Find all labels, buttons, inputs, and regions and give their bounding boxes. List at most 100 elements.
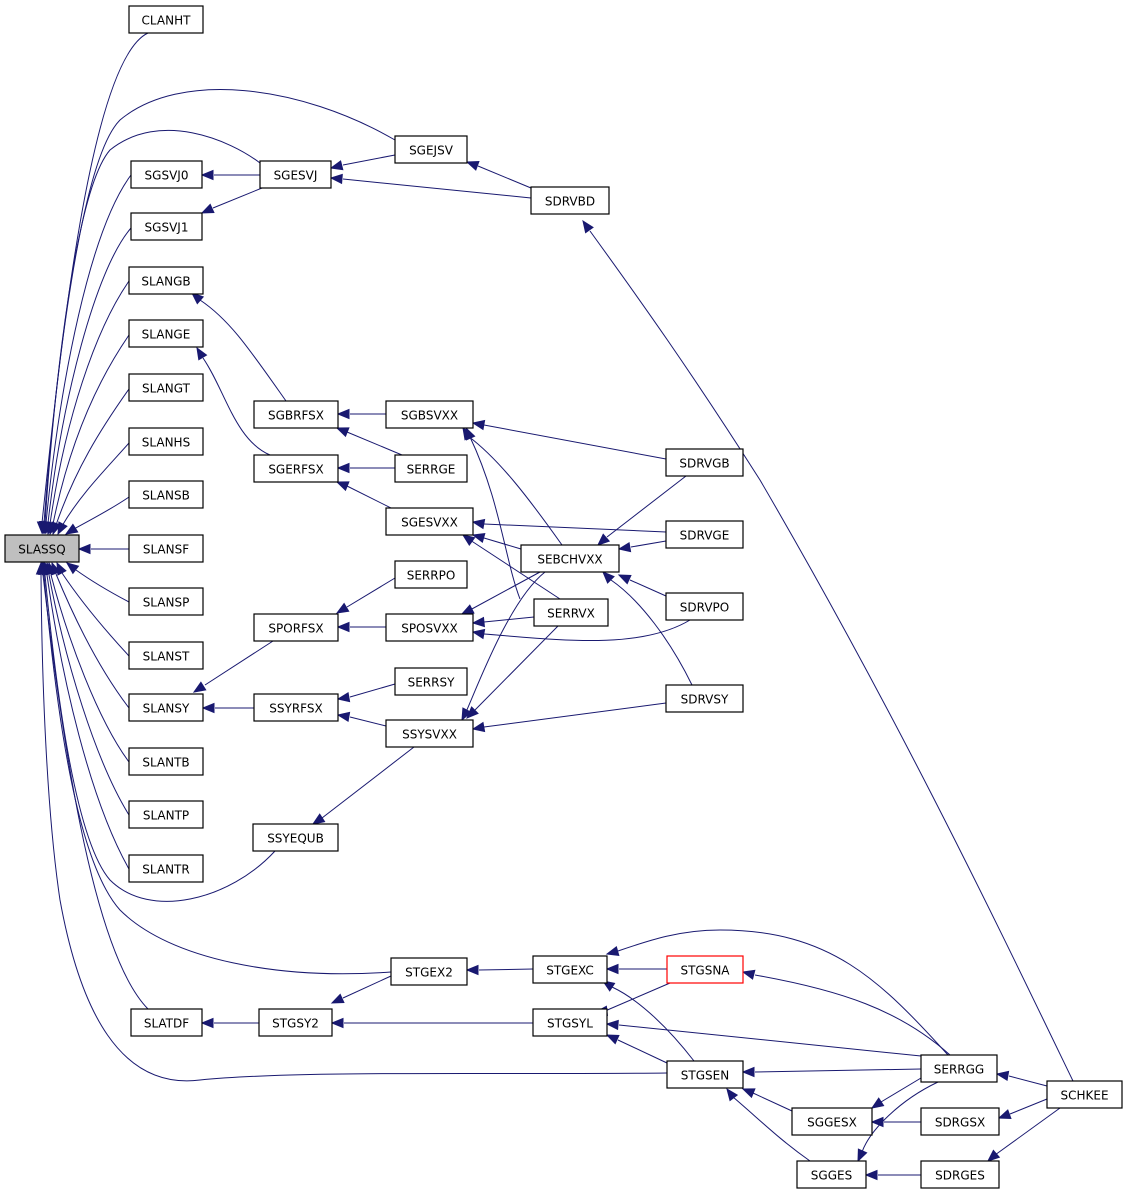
- node-slangt[interactable]: SLANGT: [128, 373, 204, 402]
- node-slanst[interactable]: SLANST: [128, 641, 204, 670]
- node-box[interactable]: [128, 319, 204, 348]
- node-box[interactable]: [128, 854, 204, 883]
- node-serrge[interactable]: SERRGE: [394, 454, 468, 483]
- node-sdrges[interactable]: SDRGES: [920, 1160, 1000, 1189]
- node-clanht[interactable]: CLANHT: [128, 5, 204, 34]
- node-box[interactable]: [533, 598, 609, 627]
- node-box[interactable]: [665, 520, 744, 549]
- node-box[interactable]: [796, 1160, 867, 1189]
- node-sebchvxx[interactable]: SEBCHVXX: [520, 544, 620, 573]
- node-box[interactable]: [253, 454, 339, 483]
- node-stgex2[interactable]: STGEX2: [390, 957, 468, 986]
- node-serrvx[interactable]: SERRVX: [533, 598, 609, 627]
- node-sgsvj0[interactable]: SGSVJ0: [130, 160, 203, 189]
- node-box[interactable]: [128, 373, 204, 402]
- node-box[interactable]: [666, 955, 744, 984]
- node-box[interactable]: [259, 160, 332, 189]
- node-box[interactable]: [920, 1107, 1000, 1136]
- node-box[interactable]: [385, 613, 474, 642]
- node-slassq[interactable]: SLASSQ: [4, 534, 80, 563]
- node-sdrvgb[interactable]: SDRVGB: [665, 448, 744, 477]
- node-sdrvbd[interactable]: SDRVBD: [530, 186, 610, 215]
- node-schkee[interactable]: SCHKEE: [1046, 1080, 1123, 1109]
- node-box[interactable]: [394, 454, 468, 483]
- node-ssysvxx[interactable]: SSYSVXX: [385, 719, 474, 748]
- node-box[interactable]: [385, 400, 474, 429]
- node-box[interactable]: [128, 427, 204, 456]
- node-box[interactable]: [128, 747, 204, 776]
- node-sdrvpo[interactable]: SDRVPO: [665, 592, 744, 621]
- node-stgsyl[interactable]: STGSYL: [532, 1008, 608, 1037]
- node-box[interactable]: [920, 1054, 998, 1083]
- node-box[interactable]: [258, 1008, 333, 1037]
- node-sggesx[interactable]: SGGESX: [791, 1107, 873, 1136]
- node-box[interactable]: [394, 135, 468, 164]
- node-sgesvxx[interactable]: SGESVXX: [385, 507, 474, 536]
- node-slantb[interactable]: SLANTB: [128, 747, 204, 776]
- node-sgbsvxx[interactable]: SGBSVXX: [385, 400, 474, 429]
- node-sposvxx[interactable]: SPOSVXX: [385, 613, 474, 642]
- node-slansy[interactable]: SLANSY: [128, 693, 204, 722]
- node-slansb[interactable]: SLANSB: [128, 480, 204, 509]
- node-serrgg[interactable]: SERRGG: [920, 1054, 998, 1083]
- node-sdrvge[interactable]: SDRVGE: [665, 520, 744, 549]
- node-slansp[interactable]: SLANSP: [128, 587, 204, 616]
- node-box[interactable]: [385, 507, 474, 536]
- node-box[interactable]: [128, 480, 204, 509]
- node-box[interactable]: [530, 186, 610, 215]
- node-box[interactable]: [666, 1060, 744, 1089]
- node-box[interactable]: [128, 800, 204, 829]
- node-sgerfsx[interactable]: SGERFSX: [253, 454, 339, 483]
- node-box[interactable]: [253, 693, 339, 722]
- node-sgges[interactable]: SGGES: [796, 1160, 867, 1189]
- node-box[interactable]: [665, 448, 744, 477]
- node-box[interactable]: [4, 534, 80, 563]
- node-ssyrfsx[interactable]: SSYRFSX: [253, 693, 339, 722]
- node-slangb[interactable]: SLANGB: [128, 266, 204, 295]
- node-slantr[interactable]: SLANTR: [128, 854, 204, 883]
- node-sdrgsx[interactable]: SDRGSX: [920, 1107, 1000, 1136]
- node-box[interactable]: [390, 957, 468, 986]
- node-box[interactable]: [394, 667, 468, 696]
- node-box[interactable]: [128, 534, 204, 563]
- node-slanhs[interactable]: SLANHS: [128, 427, 204, 456]
- node-box[interactable]: [394, 560, 468, 589]
- node-stgsen[interactable]: STGSEN: [666, 1060, 744, 1089]
- node-box[interactable]: [532, 1008, 608, 1037]
- node-serrpo[interactable]: SERRPO: [394, 560, 468, 589]
- node-sgbrfsx[interactable]: SGBRFSX: [253, 400, 339, 429]
- node-box[interactable]: [130, 1008, 203, 1037]
- node-stgexc[interactable]: STGEXC: [532, 955, 608, 984]
- node-box[interactable]: [252, 823, 339, 852]
- node-box[interactable]: [253, 613, 339, 642]
- node-box[interactable]: [128, 587, 204, 616]
- node-box[interactable]: [520, 544, 620, 573]
- node-stgsy2[interactable]: STGSY2: [258, 1008, 333, 1037]
- node-sgsvj1[interactable]: SGSVJ1: [130, 212, 203, 241]
- node-box[interactable]: [665, 684, 744, 713]
- node-sporfsx[interactable]: SPORFSX: [253, 613, 339, 642]
- node-box[interactable]: [385, 719, 474, 748]
- node-sgesvj[interactable]: SGESVJ: [259, 160, 332, 189]
- node-box[interactable]: [1046, 1080, 1123, 1109]
- node-slansf[interactable]: SLANSF: [128, 534, 204, 563]
- node-box[interactable]: [920, 1160, 1000, 1189]
- node-sdrvsy[interactable]: SDRVSY: [665, 684, 744, 713]
- node-box[interactable]: [128, 5, 204, 34]
- node-box[interactable]: [128, 266, 204, 295]
- node-box[interactable]: [665, 592, 744, 621]
- node-box[interactable]: [128, 641, 204, 670]
- node-ssyequb[interactable]: SSYEQUB: [252, 823, 339, 852]
- node-box[interactable]: [128, 693, 204, 722]
- node-box[interactable]: [253, 400, 339, 429]
- node-slantp[interactable]: SLANTP: [128, 800, 204, 829]
- node-box[interactable]: [130, 212, 203, 241]
- node-box[interactable]: [791, 1107, 873, 1136]
- node-slange[interactable]: SLANGE: [128, 319, 204, 348]
- node-sgejsv[interactable]: SGEJSV: [394, 135, 468, 164]
- node-serrsy[interactable]: SERRSY: [394, 667, 468, 696]
- node-box[interactable]: [532, 955, 608, 984]
- node-box[interactable]: [130, 160, 203, 189]
- node-stgsna[interactable]: STGSNA: [666, 955, 744, 984]
- node-slatdf[interactable]: SLATDF: [130, 1008, 203, 1037]
